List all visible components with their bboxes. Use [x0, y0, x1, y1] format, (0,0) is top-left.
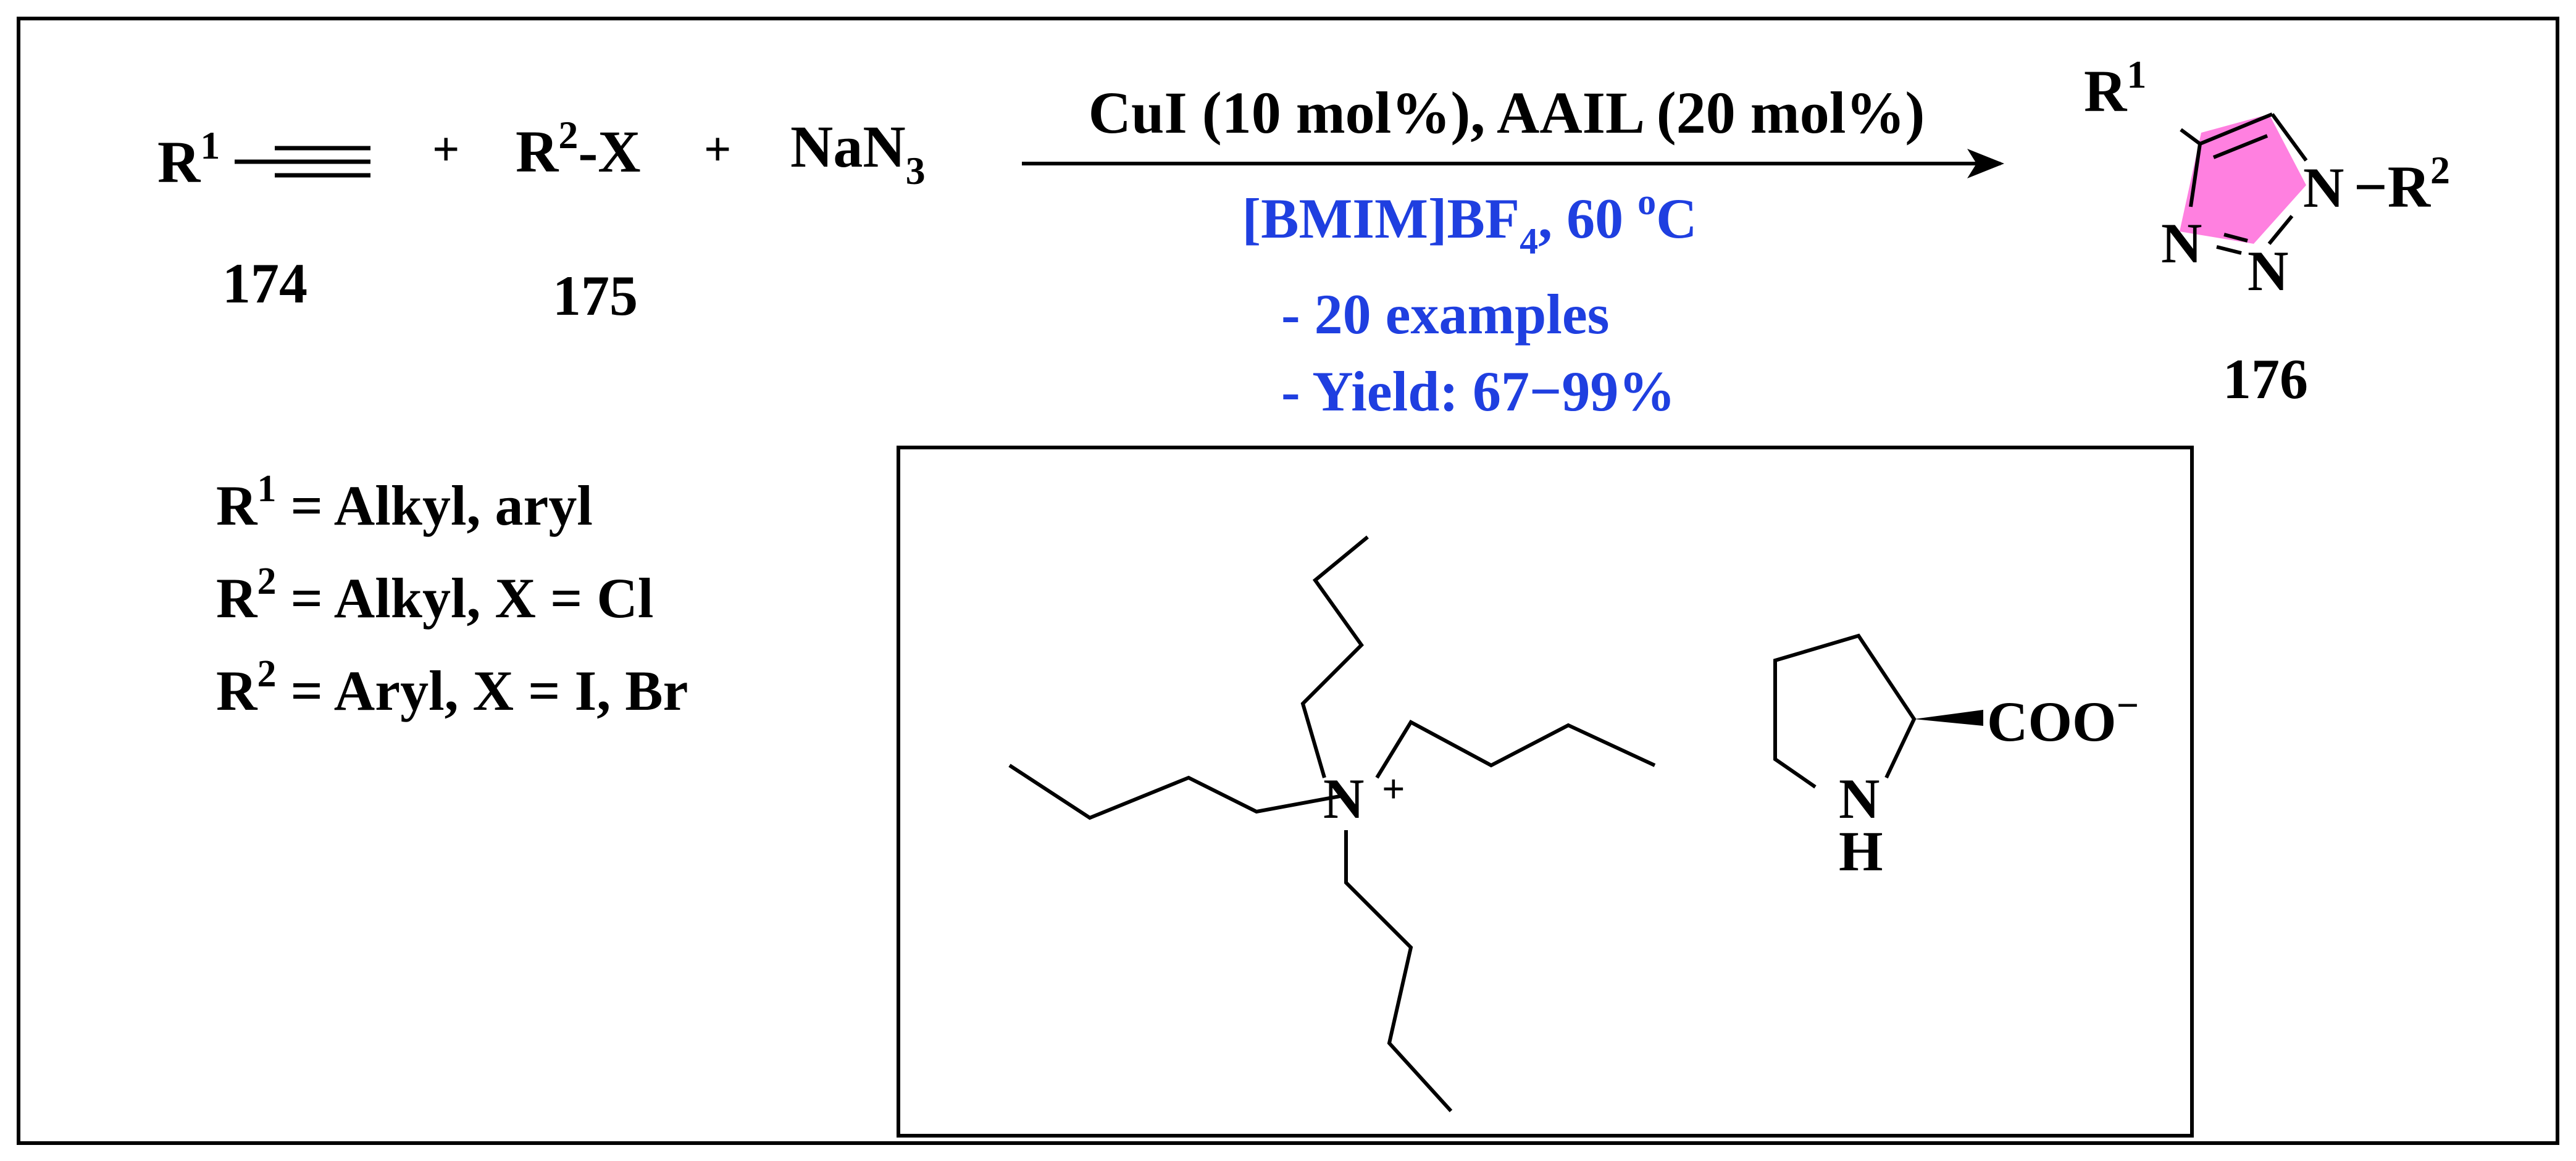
triazole-n3: N	[2161, 212, 2202, 275]
yield-range: - Yield: 67−99%	[1281, 360, 1675, 423]
compound-number-176: 176	[2223, 347, 2308, 410]
carboxylate-label: COO−	[1987, 683, 2139, 753]
outer-frame	[17, 17, 2559, 1145]
product-r1-label: R1	[2084, 52, 2146, 124]
reactant1-label: R1	[157, 123, 220, 195]
stereo-wedge-bond	[1914, 710, 1983, 726]
examples-count: - 20 examples	[1281, 283, 1609, 346]
prolinate-ring	[1773, 633, 1917, 789]
triazole-ring	[2180, 112, 2308, 255]
ionic-liquid-box	[897, 446, 2194, 1138]
reactant2-label: R2-X	[516, 113, 641, 185]
plus-sign: +	[432, 122, 459, 176]
tetrabutylammonium-skeleton	[1008, 535, 1656, 1113]
reactant3-sodium-azide: NaN3	[790, 114, 926, 193]
ammonium-nitrogen: N	[1323, 767, 1364, 830]
solvent-temperature: [BMIM]BF4, 60 oC	[1242, 181, 1697, 262]
catalyst-conditions: CuI (10 mol%), AAIL (20 mol%)	[1089, 80, 1925, 146]
substituent-line-2: R2 = Alkyl, X = Cl	[216, 560, 653, 630]
triazole-n1: N	[2303, 156, 2344, 219]
amine-hydrogen: H	[1839, 820, 1883, 883]
plus-sign: +	[704, 122, 731, 176]
product-r2-label: −R2	[2354, 148, 2450, 220]
amine-nitrogen: N	[1839, 767, 1880, 830]
alkyne-triple-bond	[235, 146, 370, 178]
triazole-n2: N	[2248, 239, 2288, 302]
compound-number-174: 174	[222, 252, 307, 315]
substituent-line-3: R2 = Aryl, X = I, Br	[216, 653, 688, 722]
substituent-line-1: R1 = Alkyl, aryl	[216, 468, 593, 537]
compound-number-175: 175	[553, 264, 638, 327]
ammonium-charge: +	[1382, 767, 1405, 812]
